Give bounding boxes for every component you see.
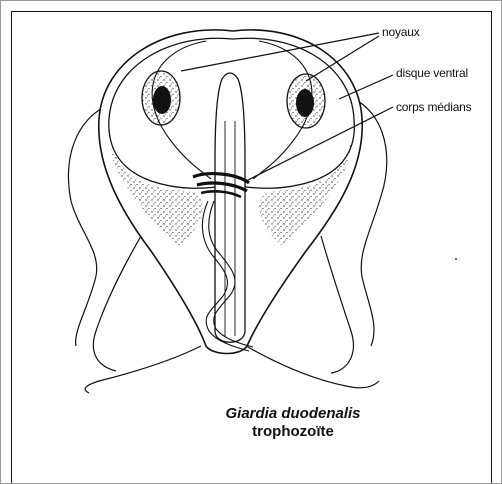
label-corps-medians: corps médians <box>396 100 471 114</box>
caption-species: Giardia duodenalis <box>171 405 415 423</box>
nucleus-left-karyosome <box>153 86 171 114</box>
flagellum-right-lower <box>321 236 353 373</box>
axostyle <box>215 73 245 342</box>
flagellum-bottom-right <box>246 346 379 388</box>
label-noyaux: noyaux <box>382 25 420 39</box>
flagellum-bottom-left <box>85 346 201 393</box>
nucleus-right-karyosome <box>296 89 314 117</box>
flagellum-left-lower <box>93 236 141 371</box>
caption-stage: trophozoïte <box>171 423 415 441</box>
label-disque-ventral: disque ventral <box>396 66 468 80</box>
speck <box>455 258 457 260</box>
